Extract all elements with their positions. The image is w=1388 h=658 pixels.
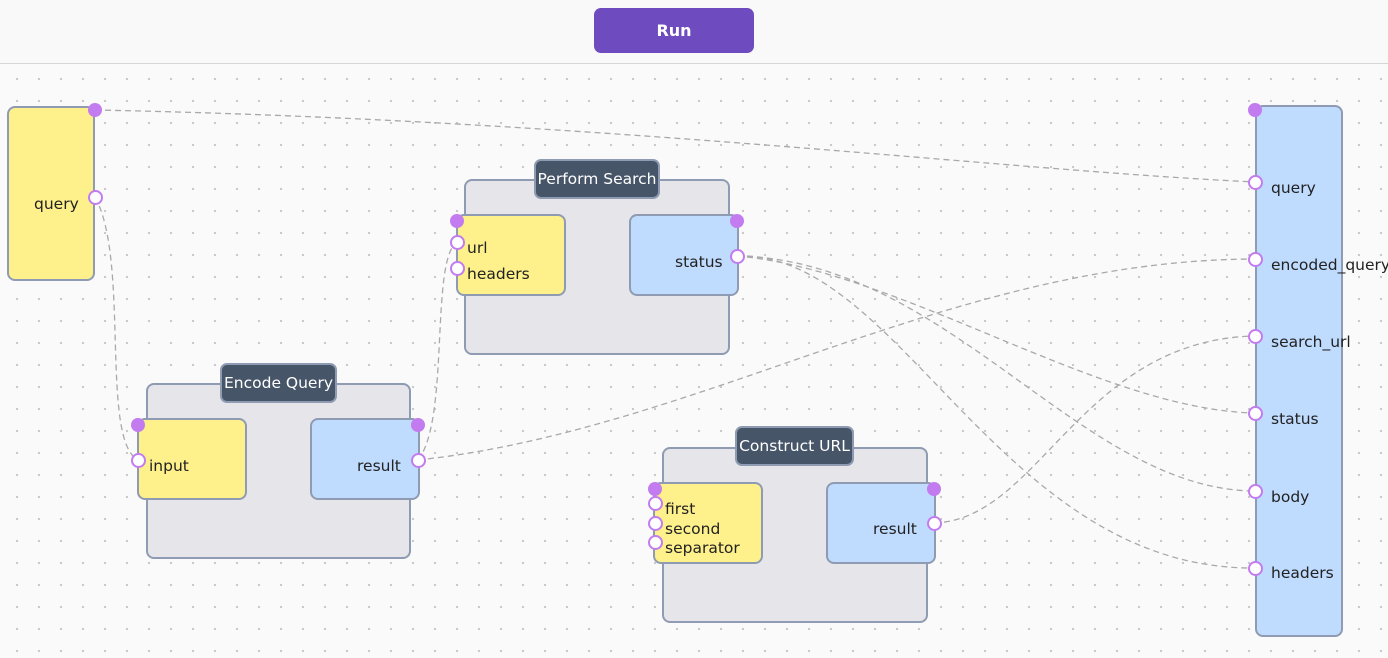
port-label-query: query bbox=[1271, 179, 1316, 197]
port-status-in[interactable] bbox=[1247, 405, 1263, 421]
port-first-in[interactable] bbox=[647, 495, 663, 511]
node-handle[interactable] bbox=[648, 482, 662, 496]
port-label-status: status bbox=[1271, 410, 1319, 428]
port-query-out[interactable] bbox=[87, 189, 103, 205]
port-headers-in[interactable] bbox=[1247, 560, 1263, 576]
port-label-status: status bbox=[675, 253, 723, 271]
port-label-url: url bbox=[467, 239, 488, 257]
port-encoded-query-in[interactable] bbox=[1247, 251, 1263, 267]
node-handle[interactable] bbox=[131, 418, 145, 432]
encode-query-outputs bbox=[310, 418, 420, 500]
node-handle[interactable] bbox=[927, 482, 941, 496]
query-port-label: query bbox=[34, 195, 79, 213]
port-result-out[interactable] bbox=[926, 515, 942, 531]
port-body-in[interactable] bbox=[1247, 483, 1263, 499]
port-label-headers: headers bbox=[467, 265, 530, 283]
port-label-input: input bbox=[149, 457, 189, 475]
port-label-separator: separator bbox=[665, 539, 740, 557]
port-label-headers: headers bbox=[1271, 564, 1334, 582]
node-handle[interactable] bbox=[730, 214, 744, 228]
port-search-url-in[interactable] bbox=[1247, 328, 1263, 344]
port-input-in[interactable] bbox=[130, 452, 146, 468]
run-button[interactable]: Run bbox=[594, 8, 754, 53]
port-label-first: first bbox=[665, 500, 696, 518]
encode-query-inputs bbox=[137, 418, 247, 500]
port-label-result: result bbox=[873, 520, 917, 538]
outputs-node[interactable] bbox=[1255, 105, 1343, 637]
port-separator-in[interactable] bbox=[647, 534, 663, 550]
construct-url-title[interactable]: Construct URL bbox=[735, 426, 854, 466]
node-handle[interactable] bbox=[450, 214, 464, 228]
port-label-second: second bbox=[665, 520, 721, 538]
node-handle[interactable] bbox=[88, 103, 102, 117]
perform-search-title[interactable]: Perform Search bbox=[534, 159, 660, 199]
port-result-out[interactable] bbox=[410, 452, 426, 468]
port-status-out[interactable] bbox=[729, 248, 745, 264]
node-handle[interactable] bbox=[411, 418, 425, 432]
encode-query-title[interactable]: Encode Query bbox=[220, 363, 337, 403]
query-input-node[interactable] bbox=[7, 106, 95, 281]
node-handle[interactable] bbox=[1248, 103, 1262, 117]
port-label-body: body bbox=[1271, 488, 1310, 506]
toolbar: Run bbox=[0, 0, 1388, 64]
port-second-in[interactable] bbox=[647, 515, 663, 531]
port-url-in[interactable] bbox=[449, 234, 465, 250]
port-label-encoded-query: encoded_query bbox=[1271, 256, 1388, 274]
port-label-result: result bbox=[357, 457, 401, 475]
port-label-search-url: search_url bbox=[1271, 333, 1351, 351]
port-query-in[interactable] bbox=[1247, 174, 1263, 190]
port-headers-in[interactable] bbox=[449, 260, 465, 276]
